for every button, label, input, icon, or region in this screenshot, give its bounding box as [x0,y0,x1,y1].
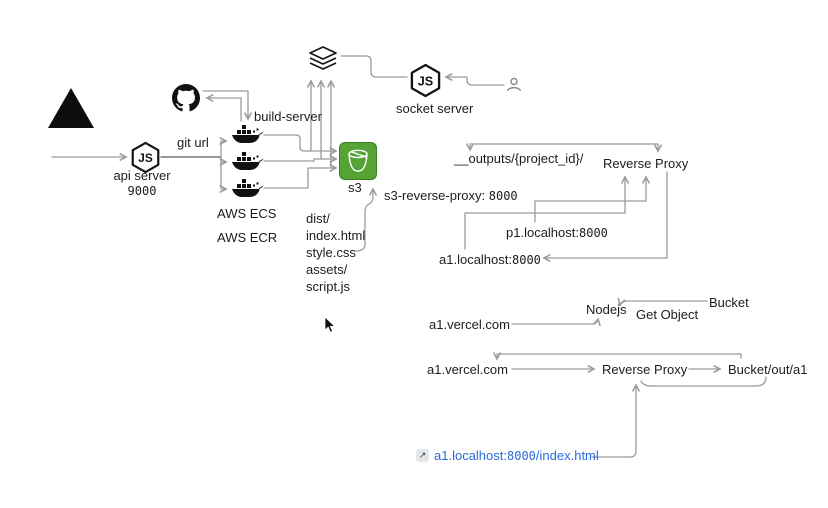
git-url-label: git url [177,135,209,150]
s3-reverse-proxy-port: 8000 [488,189,518,203]
flow-a-domain-label: a1.vercel.com [429,317,510,332]
flow-b-bucket-path-label: Bucket/out/a1 [728,362,808,377]
s3-reverse-proxy-label: s3-reverse-proxy: 8000 [384,188,518,203]
connector-docker-to-github [205,93,242,122]
docker-icon [230,151,264,178]
a1-localhost-label: a1.localhost:8000 [439,252,541,267]
external-link-icon: ↗ [416,449,429,462]
build-output-file-list: dist/ index.html style.css assets/ scrip… [306,210,365,295]
docker-icon [230,124,264,151]
file-item: assets/ [306,262,348,277]
connector-vercel-nodejs [511,317,601,327]
connector-bucket-nodejs [617,297,708,307]
mouse-cursor-icon [324,316,337,339]
connector-link-proxy2 [591,383,641,458]
connector-p1-proxy [534,175,651,223]
connector-github-to-docker [202,90,253,121]
api-server-label: api server [113,168,171,183]
connector-docker2-s3 [263,154,338,164]
github-icon [172,84,200,117]
nodejs-icon: JS [130,141,161,179]
svg-text:JS: JS [138,151,153,165]
connector-branch-docker3 [219,156,228,194]
connector-branch-docker2 [219,156,228,167]
flow-b-reverse-proxy-label: Reverse Proxy [602,362,688,377]
file-item: index.html [306,228,366,243]
docker-icon [230,178,264,205]
svg-text:JS: JS [418,74,433,88]
connector-files-s3 [355,187,378,252]
p1-localhost-label: p1.localhost:8000 [506,225,608,240]
connector-bucketpath-vercel-bracket [492,352,742,361]
vercel-logo-icon [48,88,94,128]
flow-a-bucket-label: Bucket [709,295,749,310]
connector-branch-docker1 [219,136,228,158]
s3-label: s3 [348,180,362,195]
a1-port: 8000 [512,253,541,267]
file-item: dist/ [306,211,330,226]
api-server-label-block: api server 9000 [100,168,184,198]
connector-docker1-s3 [263,134,338,156]
connector-layers-socket [340,55,408,78]
reverse-proxy-label: Reverse Proxy [603,156,689,171]
connector-proxy-outputs [465,143,663,153]
flow-a-nodejs-label: Nodejs [586,302,627,317]
outputs-path-label: __outputs/{project_id}/ [454,151,584,166]
connector-bucketpath-proxy2 [640,376,767,387]
connector-docker3-s3 [263,163,338,189]
aws-ecs-label: AWS ECS [217,206,277,221]
file-item: script.js [306,279,351,294]
s3-bucket-icon [339,142,377,180]
connector-proxy-a1 [542,171,668,263]
a1-index-link[interactable]: a1.localhost:8000/index.html [434,448,599,463]
build-server-label: build-server [254,109,322,124]
flow-a-get-object-label: Get Object [636,307,699,322]
api-server-port: 9000 [127,183,157,198]
layers-icon [306,45,340,80]
aws-ecr-label: AWS ECR [217,230,278,245]
socket-server-label: socket server [396,101,474,116]
file-item: style.css [306,245,356,260]
connector-a1-proxy [464,175,630,250]
user-icon [505,76,523,99]
connector-user-socket [444,72,505,86]
nodejs-icon: JS [409,63,442,103]
result-link-row: ↗ a1.localhost:8000/index.html [416,448,599,463]
p1-port: 8000 [579,226,608,240]
flow-b-domain-label: a1.vercel.com [427,362,508,377]
